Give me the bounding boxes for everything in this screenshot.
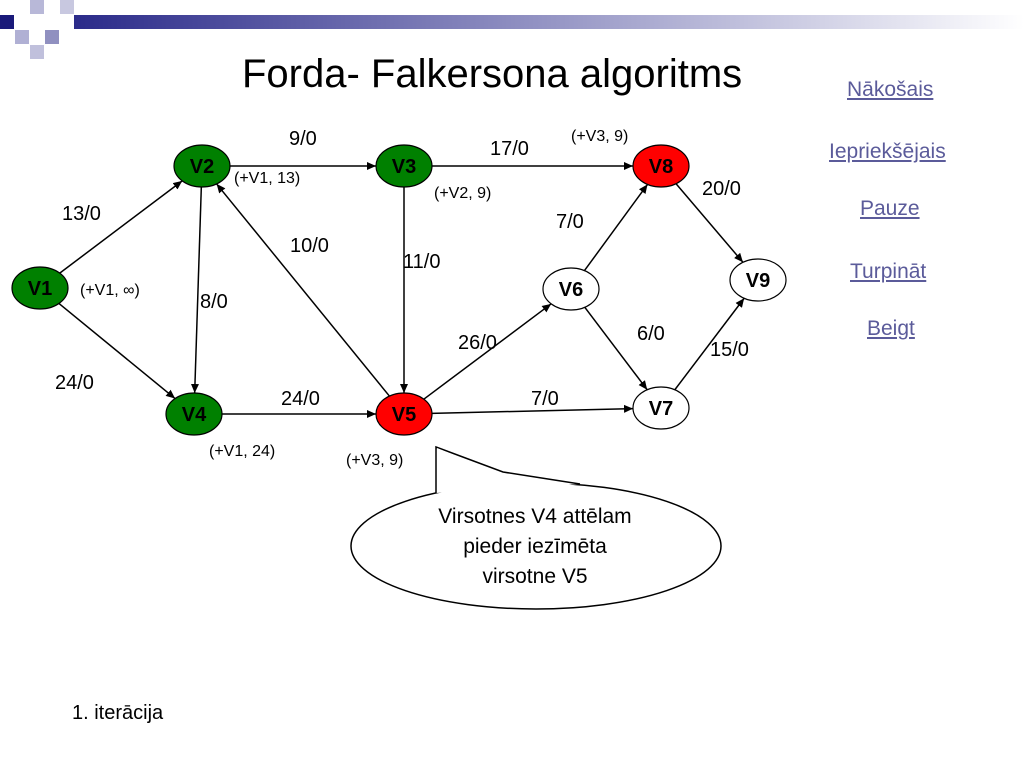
node-circle: [632, 386, 690, 430]
edge-v5-v6: [423, 303, 552, 400]
node-mark-v8: (+V3, 9): [571, 128, 628, 145]
deco-square: [30, 45, 44, 59]
edge-label: 9/0: [289, 128, 317, 150]
deco-square: [60, 0, 74, 14]
edge-v7-v9: [674, 297, 745, 391]
node-v4: V4: [165, 392, 223, 436]
corner-decoration: [0, 0, 1024, 59]
node-mark-v5: (+V3, 9): [346, 452, 403, 469]
callout-bubble: [350, 445, 722, 610]
edge-v8-v9: [675, 183, 744, 263]
edge-label: 15/0: [710, 339, 749, 361]
node-label: V8: [649, 156, 673, 178]
node-mark-v3: (+V2, 9): [434, 185, 491, 202]
edge-label: 17/0: [490, 138, 529, 160]
node-v8: V8: [632, 144, 690, 188]
node-label: V2: [190, 156, 214, 178]
edge-label: 24/0: [281, 388, 320, 410]
edge-v5-v7: [431, 404, 634, 415]
continue-link[interactable]: Turpināt: [850, 260, 927, 283]
edge-label: 26/0: [458, 332, 497, 354]
deco-square: [30, 0, 44, 14]
iteration-label: 1. iterācija: [72, 702, 164, 724]
edge-label: 11/0: [403, 251, 440, 273]
callout-text: Virsotnes V4 attēlam pieder iezīmēta vir…: [380, 502, 690, 592]
node-label: V5: [392, 404, 416, 426]
node-circle: [375, 392, 433, 436]
node-label: V1: [28, 278, 52, 300]
edge-label: 10/0: [290, 235, 329, 257]
node-circle: [729, 258, 787, 302]
page-title: Forda- Falkersona algoritms: [242, 52, 743, 96]
end-link[interactable]: Beigt: [867, 317, 915, 340]
node-circle: [632, 144, 690, 188]
node-v3: V3: [375, 144, 433, 188]
node-label: V9: [746, 270, 770, 292]
edge-v6-v8: [583, 183, 649, 272]
node-mark-v1: (+V1, ∞): [80, 282, 140, 299]
edge-label: 20/0: [702, 178, 741, 200]
edge-label: 13/0: [62, 203, 101, 225]
labels-layer: 13/0 24/0 9/0 8/0 10/0 17/0 11/0 24/0 26/0 7/0 7/0…: [55, 128, 749, 469]
edge-v2-v4: [190, 186, 203, 394]
node-v1: V1: [11, 266, 69, 310]
node-v7: V7: [632, 386, 690, 430]
callout-line: virsotne V5: [482, 565, 588, 588]
pause-link[interactable]: Pauze: [860, 197, 920, 220]
edge-label: 8/0: [200, 291, 228, 313]
next-link[interactable]: Nākošais: [847, 78, 934, 101]
deco-square: [15, 30, 29, 44]
edge-v6-v7: [584, 306, 648, 391]
edge-label: 7/0: [556, 211, 584, 233]
previous-link[interactable]: Iepriekšējais: [829, 140, 946, 163]
node-v2: V2: [173, 144, 231, 188]
deco-square: [0, 15, 14, 29]
callout-line: Virsotnes V4 attēlam: [438, 505, 632, 528]
node-v6: V6: [542, 267, 600, 311]
node-circle: [165, 392, 223, 436]
node-label: V7: [649, 398, 673, 420]
node-circle: [542, 267, 600, 311]
edge-v5-v2: [216, 183, 390, 397]
node-label: V4: [182, 404, 207, 426]
header-gradient-bar: [74, 15, 1024, 29]
edge-label: 6/0: [637, 323, 665, 345]
node-mark-v4: (+V1, 24): [209, 443, 275, 460]
callout-line: pieder iezīmēta: [463, 535, 607, 558]
node-circle: [11, 266, 69, 310]
node-label: V6: [559, 279, 583, 301]
node-v5: V5: [375, 392, 433, 436]
edge-label: 24/0: [55, 372, 94, 394]
deco-square: [45, 30, 59, 44]
node-mark-v2: (+V1, 13): [234, 170, 300, 187]
node-circle: [173, 144, 231, 188]
edge-v1-v2: [59, 180, 183, 274]
node-v9: V9: [729, 258, 787, 302]
node-circle: [375, 144, 433, 188]
edge-v1-v4: [58, 302, 176, 400]
node-label: V3: [392, 156, 416, 178]
edge-label: 7/0: [531, 388, 559, 410]
edges-layer: [58, 162, 745, 418]
